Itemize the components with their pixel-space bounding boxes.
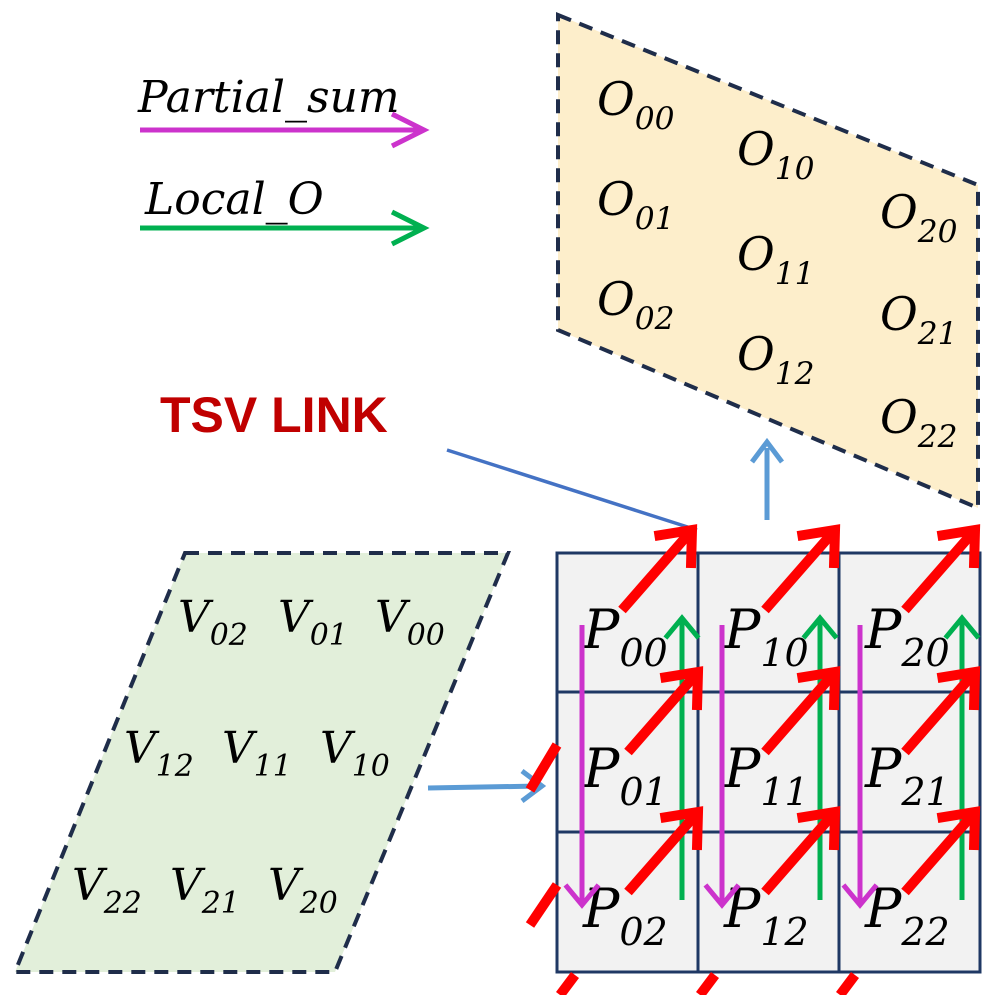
tsv-arrow-8	[901, 806, 981, 896]
output-label-22: O22	[880, 390, 958, 455]
pe-cell-22: P22	[837, 830, 982, 974]
tsv-stub-bottom-1	[696, 972, 719, 995]
legend-local-o-arrowhead	[390, 209, 430, 247]
tsv-link-pointer	[446, 448, 698, 532]
pe-label-22: P22	[864, 877, 950, 954]
output-label-21: O21	[880, 287, 958, 352]
pe-label-11: P11	[723, 737, 809, 814]
pe-label-02: P02	[582, 877, 668, 954]
tsv-link-label: TSV LINK	[160, 387, 388, 443]
output-label-11: O11	[737, 227, 815, 292]
pe-label-21: P21	[864, 737, 950, 814]
input-to-pe-arrow	[427, 769, 547, 803]
output-label-00: O00	[597, 72, 675, 137]
local-o-arrow-col2	[943, 614, 981, 900]
tsv-stub-left-1	[525, 742, 562, 793]
output-label-10: O10	[737, 122, 815, 187]
input-label-02: V02	[178, 592, 248, 653]
tsv-stub-bottom-0	[556, 972, 579, 995]
tsv-arrow-0	[618, 524, 698, 614]
output-label-01: O01	[597, 172, 675, 237]
tsv-arrow-5	[901, 666, 981, 756]
pe-label-10: P10	[723, 598, 809, 675]
input-label-21: V21	[170, 860, 240, 921]
pe-label-20: P20	[864, 598, 950, 675]
pe-label-00: P00	[582, 598, 668, 675]
tsv-stub-bottom-2	[836, 972, 859, 995]
input-label-11: V11	[222, 723, 292, 784]
input-label-22: V22	[72, 860, 142, 921]
tsv-arrow-6	[624, 806, 704, 896]
tsv-arrow-2	[901, 524, 981, 614]
tsv-stub-left-2	[525, 882, 562, 928]
local-o-arrow-col1	[801, 614, 839, 900]
legend-partial-sum-label: Partial_sum	[137, 72, 400, 123]
output-label-02: O02	[597, 272, 675, 337]
input-label-01: V01	[278, 592, 348, 653]
input-label-00: V00	[375, 592, 445, 653]
output-matrix-panel	[556, 12, 980, 512]
legend-local-o-label: Local_O	[144, 174, 324, 225]
tsv-arrow-4	[761, 666, 841, 756]
output-label-20: O20	[880, 185, 958, 250]
output-label-12: O12	[737, 327, 815, 392]
input-label-20: V20	[268, 860, 338, 921]
input-label-12: V12	[124, 723, 194, 784]
tsv-arrow-1	[761, 524, 841, 614]
partial-sum-arrow-col0	[563, 625, 601, 909]
legend-partial-sum-arrowhead	[390, 111, 430, 149]
partial-sum-arrow-col1	[703, 625, 741, 909]
input-label-10: V10	[320, 723, 390, 784]
local-o-arrow-col0	[663, 614, 701, 900]
pe-label-12: P12	[723, 877, 809, 954]
tsv-arrow-3	[624, 666, 704, 756]
pe-to-output-arrow	[750, 437, 784, 520]
pe-label-01: P01	[582, 737, 668, 814]
flow-arrows	[525, 524, 981, 995]
partial-sum-arrow-col2	[841, 625, 879, 909]
tsv-arrow-7	[761, 806, 841, 896]
input-matrix-panel	[12, 551, 511, 974]
